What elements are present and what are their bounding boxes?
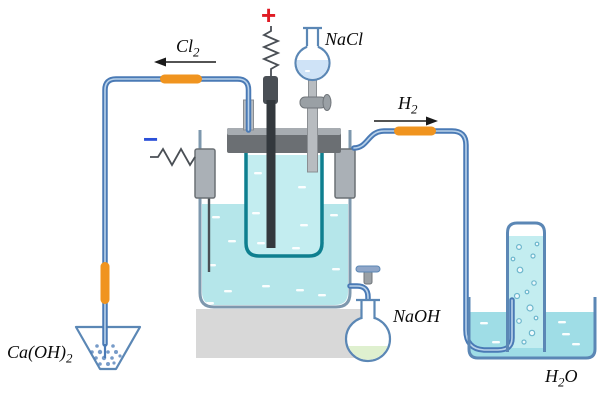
cell-beaker (198, 130, 352, 309)
nacl-inlet-tube (307, 107, 318, 173)
anode-cap (263, 76, 278, 104)
cl2-flow-arrow (154, 57, 216, 67)
inner-vessel-liquid (246, 155, 322, 256)
nacl-stopcock-handle (322, 94, 332, 111)
h2-label-sub: 2 (411, 101, 418, 117)
nacl-label-text: NaCl (325, 29, 364, 49)
cl2-tube-connector (160, 74, 202, 84)
caoh2-bubbles (90, 340, 122, 366)
positive-terminal-label: + (261, 0, 277, 30)
cl2-label-sub: 2 (193, 44, 200, 60)
naoh-valve-handle (355, 265, 381, 273)
h2-label-text: H (398, 93, 411, 113)
h2o-label-sub: 2 (558, 374, 565, 390)
caoh2-label-sub: 2 (66, 350, 73, 366)
h2-bubbles (510, 241, 540, 345)
anode-electrode (266, 100, 276, 248)
negative-terminal-label: − (143, 124, 159, 154)
water-trough (467, 297, 597, 360)
h2o-label-tail: O (564, 366, 578, 386)
naoh-valve-stem (363, 270, 373, 285)
naoh-flask-neck-opening (362, 299, 374, 322)
naoh-outlet-tube-highlight (349, 285, 369, 307)
nacl-stopcock-body (299, 96, 327, 109)
cell-stand-base (196, 309, 362, 358)
h2o-label-text: H (545, 366, 558, 386)
h2-flow-arrow (374, 116, 438, 126)
trough-dashes (480, 321, 580, 346)
caoh2-label-text: Ca(OH) (7, 342, 66, 362)
cl2-label-text: Cl (176, 36, 194, 56)
inner-vessel-dashes (252, 172, 308, 250)
naoh-flask-liquid (347, 346, 389, 360)
inner-vessel (244, 152, 324, 258)
nacl-flask-neck-opening (307, 40, 318, 50)
h2-tube-connector (394, 126, 436, 136)
naoh-label: NaOH (393, 306, 441, 327)
cathode-resistor-wire (150, 147, 196, 167)
left-electrode-port (194, 148, 216, 199)
cl2-label: Cl2 (176, 36, 200, 60)
right-electrode-port (334, 148, 356, 199)
nacl-flask-liquid (297, 60, 328, 79)
h2o-label: H2O (545, 366, 578, 390)
caoh2-label: Ca(OH)2 (7, 342, 73, 366)
cl2-tube-connector-vertical (100, 262, 110, 304)
h2-label: H2 (398, 93, 418, 117)
anode-spring-wire (261, 26, 281, 76)
nacl-flask-dash (305, 70, 310, 72)
nacl-label: NaCl (325, 29, 364, 50)
caoh2-funnel (74, 325, 142, 371)
h2-delivery-tube-highlight (353, 130, 513, 351)
naoh-label-text: NaOH (393, 306, 441, 326)
test-tube (506, 221, 546, 352)
